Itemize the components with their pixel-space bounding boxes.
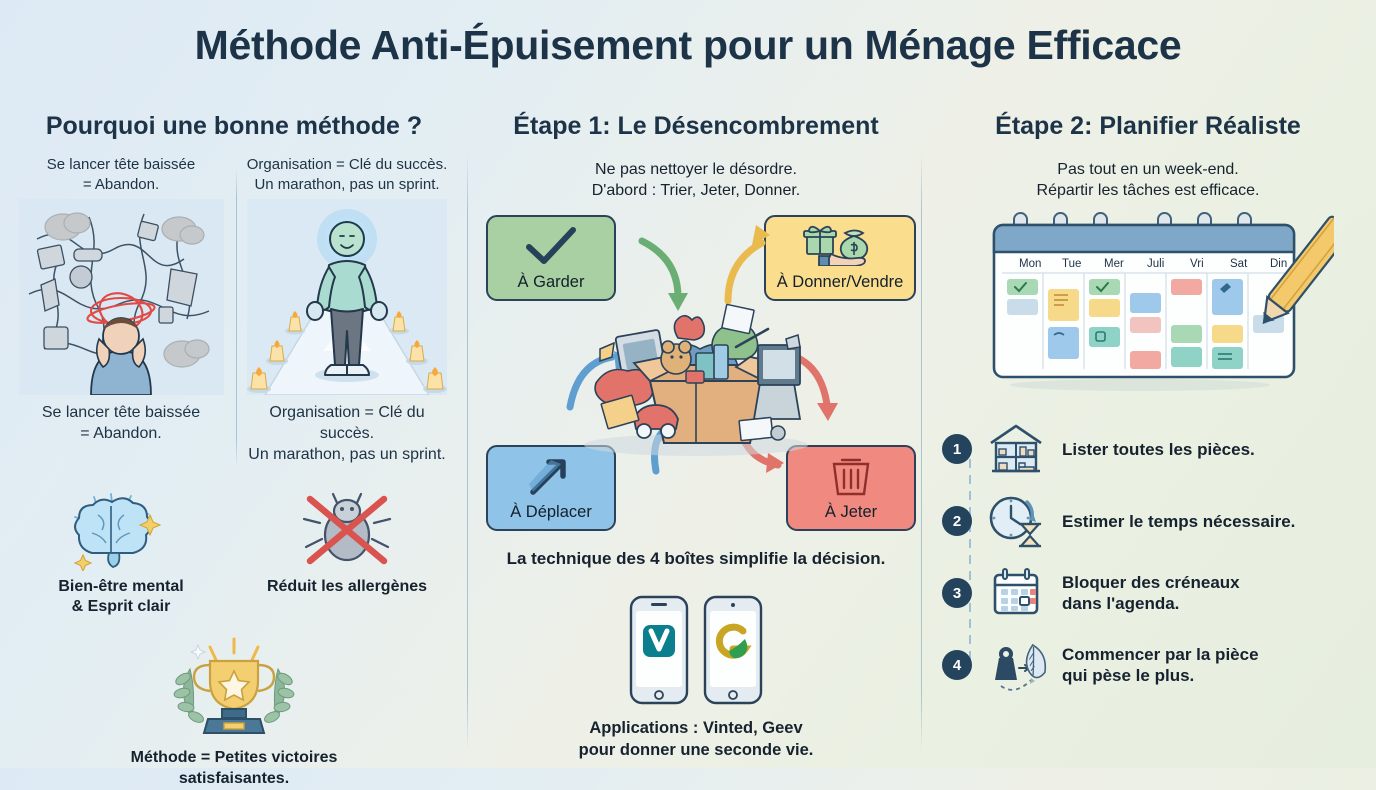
phone-geev[interactable] <box>703 595 763 710</box>
panel-chaos-caption-top: Se lancer tête baissée = Abandon. <box>46 156 196 193</box>
benefit-fewer-allergens-label: Réduit les allergènes <box>266 578 428 596</box>
divider-column-2-3 <box>921 152 922 752</box>
divider-column-1-2 <box>467 152 468 752</box>
step-item-3: 3 <box>942 557 1368 629</box>
box-a-garder-label: À Garder <box>517 273 585 292</box>
step-number-badge: 4 <box>942 650 972 681</box>
page-title: Méthode Anti-Épuisement pour un Ménage E… <box>194 22 1182 68</box>
svg-text:Sat: Sat <box>1230 258 1248 270</box>
column-step1-declutter: Étape 1: Le Désencombrement Ne pas netto… <box>472 112 920 762</box>
panel-organisation-caption-top: Organisation = Clé du succès. Un maratho… <box>246 156 448 193</box>
benefit-mental-wellbeing-label: Bien-être mental & Esprit clair <box>58 578 184 616</box>
trash-bin-icon <box>788 454 914 498</box>
arrow-up-right-icon <box>488 454 614 498</box>
benefit-mental-wellbeing: Bien-être mental & Esprit clair <box>8 489 234 617</box>
svg-text:Juli: Juli <box>1147 258 1164 270</box>
step-4-text: Commencer par la pièce qui pèse le plus. <box>1062 644 1259 686</box>
house-rooms-icon <box>984 423 1048 475</box>
steps-connector-line <box>969 443 971 666</box>
box-a-deplacer[interactable]: À Déplacer <box>486 445 616 532</box>
phone-vinted[interactable] <box>629 595 689 710</box>
brain-icon <box>8 489 234 572</box>
svg-text:Vri: Vri <box>1190 258 1204 270</box>
trophy-icon <box>8 635 460 746</box>
box-a-donner-vendre[interactable]: À Donner/Vendre <box>764 215 916 302</box>
clock-hourglass-icon <box>984 494 1048 548</box>
checkmark-icon <box>488 224 614 268</box>
middle-column-subtitle: Ne pas nettoyer le désordre. D'abord : T… <box>591 161 801 200</box>
dust-mite-crossed-icon <box>234 489 460 571</box>
cardboard-box-clutter-pile-icon <box>564 297 829 457</box>
step-number-badge: 1 <box>942 434 972 465</box>
step-1-text: Lister toutes les pièces. <box>1062 439 1255 459</box>
step-item-4: 4 <box>942 629 1368 701</box>
right-column-heading: Étape 2: Planifier Réaliste <box>995 112 1301 140</box>
box-a-deplacer-label: À Déplacer <box>510 503 592 522</box>
stressed-person-clutter-icon <box>16 197 226 397</box>
box-a-donner-vendre-label: À Donner/Vendre <box>776 273 904 292</box>
box-a-jeter[interactable]: À Jeter <box>786 445 916 532</box>
box-a-garder[interactable]: À Garder <box>486 215 616 302</box>
step-number-badge: 3 <box>942 578 972 609</box>
middle-column-heading: Étape 1: Le Désencombrement <box>513 112 879 140</box>
svg-text:Tue: Tue <box>1062 258 1081 270</box>
left-column-heading: Pourquoi une bonne méthode ? <box>45 112 423 140</box>
column-step2-plan: Étape 2: Planifier Réaliste Pas tout en … <box>928 112 1368 701</box>
four-boxes-diagram: À Garder <box>472 215 920 545</box>
weekly-planner-illustration: Mon Tue Mer Juli Vri Sat Din <box>928 211 1368 392</box>
panel-organisation: Organisation = Clé du succès. Un maratho… <box>234 155 460 465</box>
svg-text:Mon: Mon <box>1019 258 1041 270</box>
four-boxes-note: La technique des 4 boîtes simplifie la d… <box>506 549 886 569</box>
steps-list: 1 <box>928 413 1368 701</box>
right-column-subtitle: Pas tout en un week-end. Répartir les tâ… <box>1036 161 1260 200</box>
step-3-text: Bloquer des créneaux dans l'agenda. <box>1062 572 1240 614</box>
step-2-text: Estimer le temps nécessaire. <box>1062 511 1296 531</box>
panel-chaos-caption-bottom: Se lancer tête baissée = Abandon. <box>41 404 201 442</box>
calm-person-lit-path-icon <box>242 197 452 397</box>
apps-phones <box>472 595 920 710</box>
gift-money-hand-icon <box>766 224 914 267</box>
benefits-row: Bien-être mental & Esprit clair <box>8 489 460 617</box>
svg-text:Din: Din <box>1270 258 1287 270</box>
step-number-badge: 2 <box>942 506 972 537</box>
panel-organisation-caption-bottom: Organisation = Clé du succès. Un maratho… <box>248 404 446 463</box>
svg-text:Mer: Mer <box>1104 258 1124 270</box>
trophy-label: Méthode = Petites victoires satisfaisant… <box>130 749 338 788</box>
step-item-2: 2 Est <box>942 485 1368 557</box>
infographic-canvas: Méthode Anti-Épuisement pour un Ménage E… <box>18 22 1368 787</box>
trophy-block: Méthode = Petites victoires satisfaisant… <box>8 635 460 790</box>
divider-left-inner <box>236 168 237 468</box>
panel-chaos: Se lancer tête baissée = Abandon. <box>8 155 234 465</box>
box-a-jeter-label: À Jeter <box>824 503 878 522</box>
benefit-fewer-allergens: Réduit les allergènes <box>234 489 460 617</box>
column-why-method: Pourquoi une bonne méthode ? Se lancer t… <box>8 112 460 790</box>
apps-caption: Applications : Vinted, Geev pour donner … <box>578 719 814 759</box>
calendar-icon <box>984 567 1048 619</box>
weight-feather-icon <box>984 638 1048 692</box>
step-item-1: 1 <box>942 413 1368 485</box>
